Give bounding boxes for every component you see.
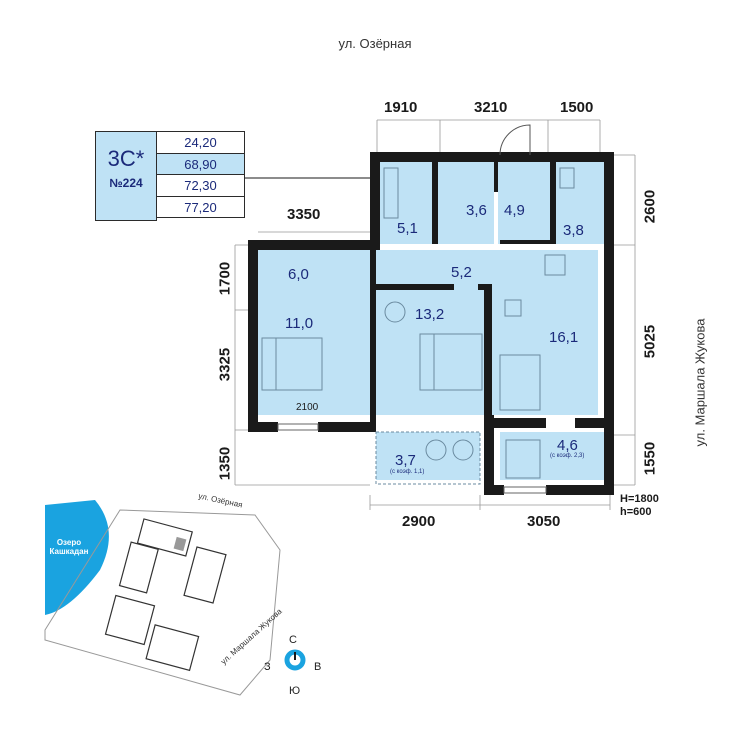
apartment-type: 3С* bbox=[107, 146, 145, 171]
room-coef-balcony-2: (с коэф. 2,3) bbox=[550, 453, 585, 459]
entrance-door-arc bbox=[499, 124, 531, 156]
dim-right-1: 2600 bbox=[641, 189, 659, 224]
dim-right-2: 5025 bbox=[641, 324, 659, 359]
compass-south: Ю bbox=[289, 685, 301, 697]
room-area-wardrobe: 6,0 bbox=[288, 266, 309, 283]
dim-right-3: 1550 bbox=[641, 441, 659, 476]
site-plan bbox=[44, 500, 306, 696]
dim-bottom-2: 3050 bbox=[527, 513, 561, 530]
dim-left-1: 1700 bbox=[216, 261, 234, 296]
lake-shape bbox=[45, 500, 109, 615]
dim-left-3: 1350 bbox=[216, 446, 234, 481]
window-height-note: H=1800 h=600 bbox=[620, 493, 659, 519]
room-area-hall: 4,9 bbox=[504, 202, 525, 219]
room-area-bedroom-center: 13,2 bbox=[415, 306, 445, 323]
area-full: 77,20 bbox=[157, 195, 245, 218]
area-living: 24,20 bbox=[157, 131, 245, 154]
room-area-bedroom-left: 11,0 bbox=[285, 315, 314, 332]
site-boundary bbox=[44, 509, 281, 696]
dim-top-3: 1500 bbox=[560, 99, 594, 116]
window-h: h=600 bbox=[620, 506, 652, 518]
room-area-balcony-1: 3,7 bbox=[395, 452, 416, 469]
room-area-corridor: 5,2 bbox=[451, 264, 472, 281]
compass-east: В bbox=[314, 661, 322, 673]
apartment-info-box: 3С* №224 24,20 68,90 72,30 77,20 bbox=[95, 131, 245, 221]
windows bbox=[277, 423, 547, 494]
dim-inner-width: 2100 bbox=[296, 402, 319, 413]
dim-top-1: 1910 bbox=[384, 99, 418, 116]
apartment-code: 3С* №224 bbox=[95, 131, 157, 221]
compass-west: З bbox=[264, 661, 271, 673]
room-area-balcony-2: 4,6 bbox=[557, 437, 578, 454]
street-top-label: ул. Озёрная bbox=[338, 36, 412, 51]
apartment-highlight bbox=[173, 536, 187, 552]
walls bbox=[248, 152, 614, 495]
room-area-bath: 5,1 bbox=[397, 220, 418, 237]
dim-left-upper: 3350 bbox=[287, 206, 321, 223]
buildings bbox=[104, 518, 227, 672]
window-H: H=1800 bbox=[620, 493, 659, 505]
site-lake-label: Озеро Кашкадан bbox=[49, 538, 89, 556]
dim-bottom-1: 2900 bbox=[402, 513, 436, 530]
apartment-number: №224 bbox=[109, 176, 143, 190]
dim-top-2: 3210 bbox=[474, 99, 508, 116]
room-area-closet: 3,6 bbox=[466, 202, 487, 219]
furniture bbox=[261, 167, 575, 479]
dim-left-2: 3325 bbox=[216, 347, 234, 382]
room-area-kitchen-living: 16,1 bbox=[549, 329, 579, 346]
balcony-outline bbox=[375, 431, 481, 485]
compass-north: С bbox=[289, 634, 297, 646]
room-area-wc: 3,8 bbox=[563, 222, 584, 239]
area-cells: 24,20 68,90 72,30 77,20 bbox=[157, 131, 245, 218]
room-coef-balcony-1: (с коэф. 1,1) bbox=[390, 469, 425, 475]
